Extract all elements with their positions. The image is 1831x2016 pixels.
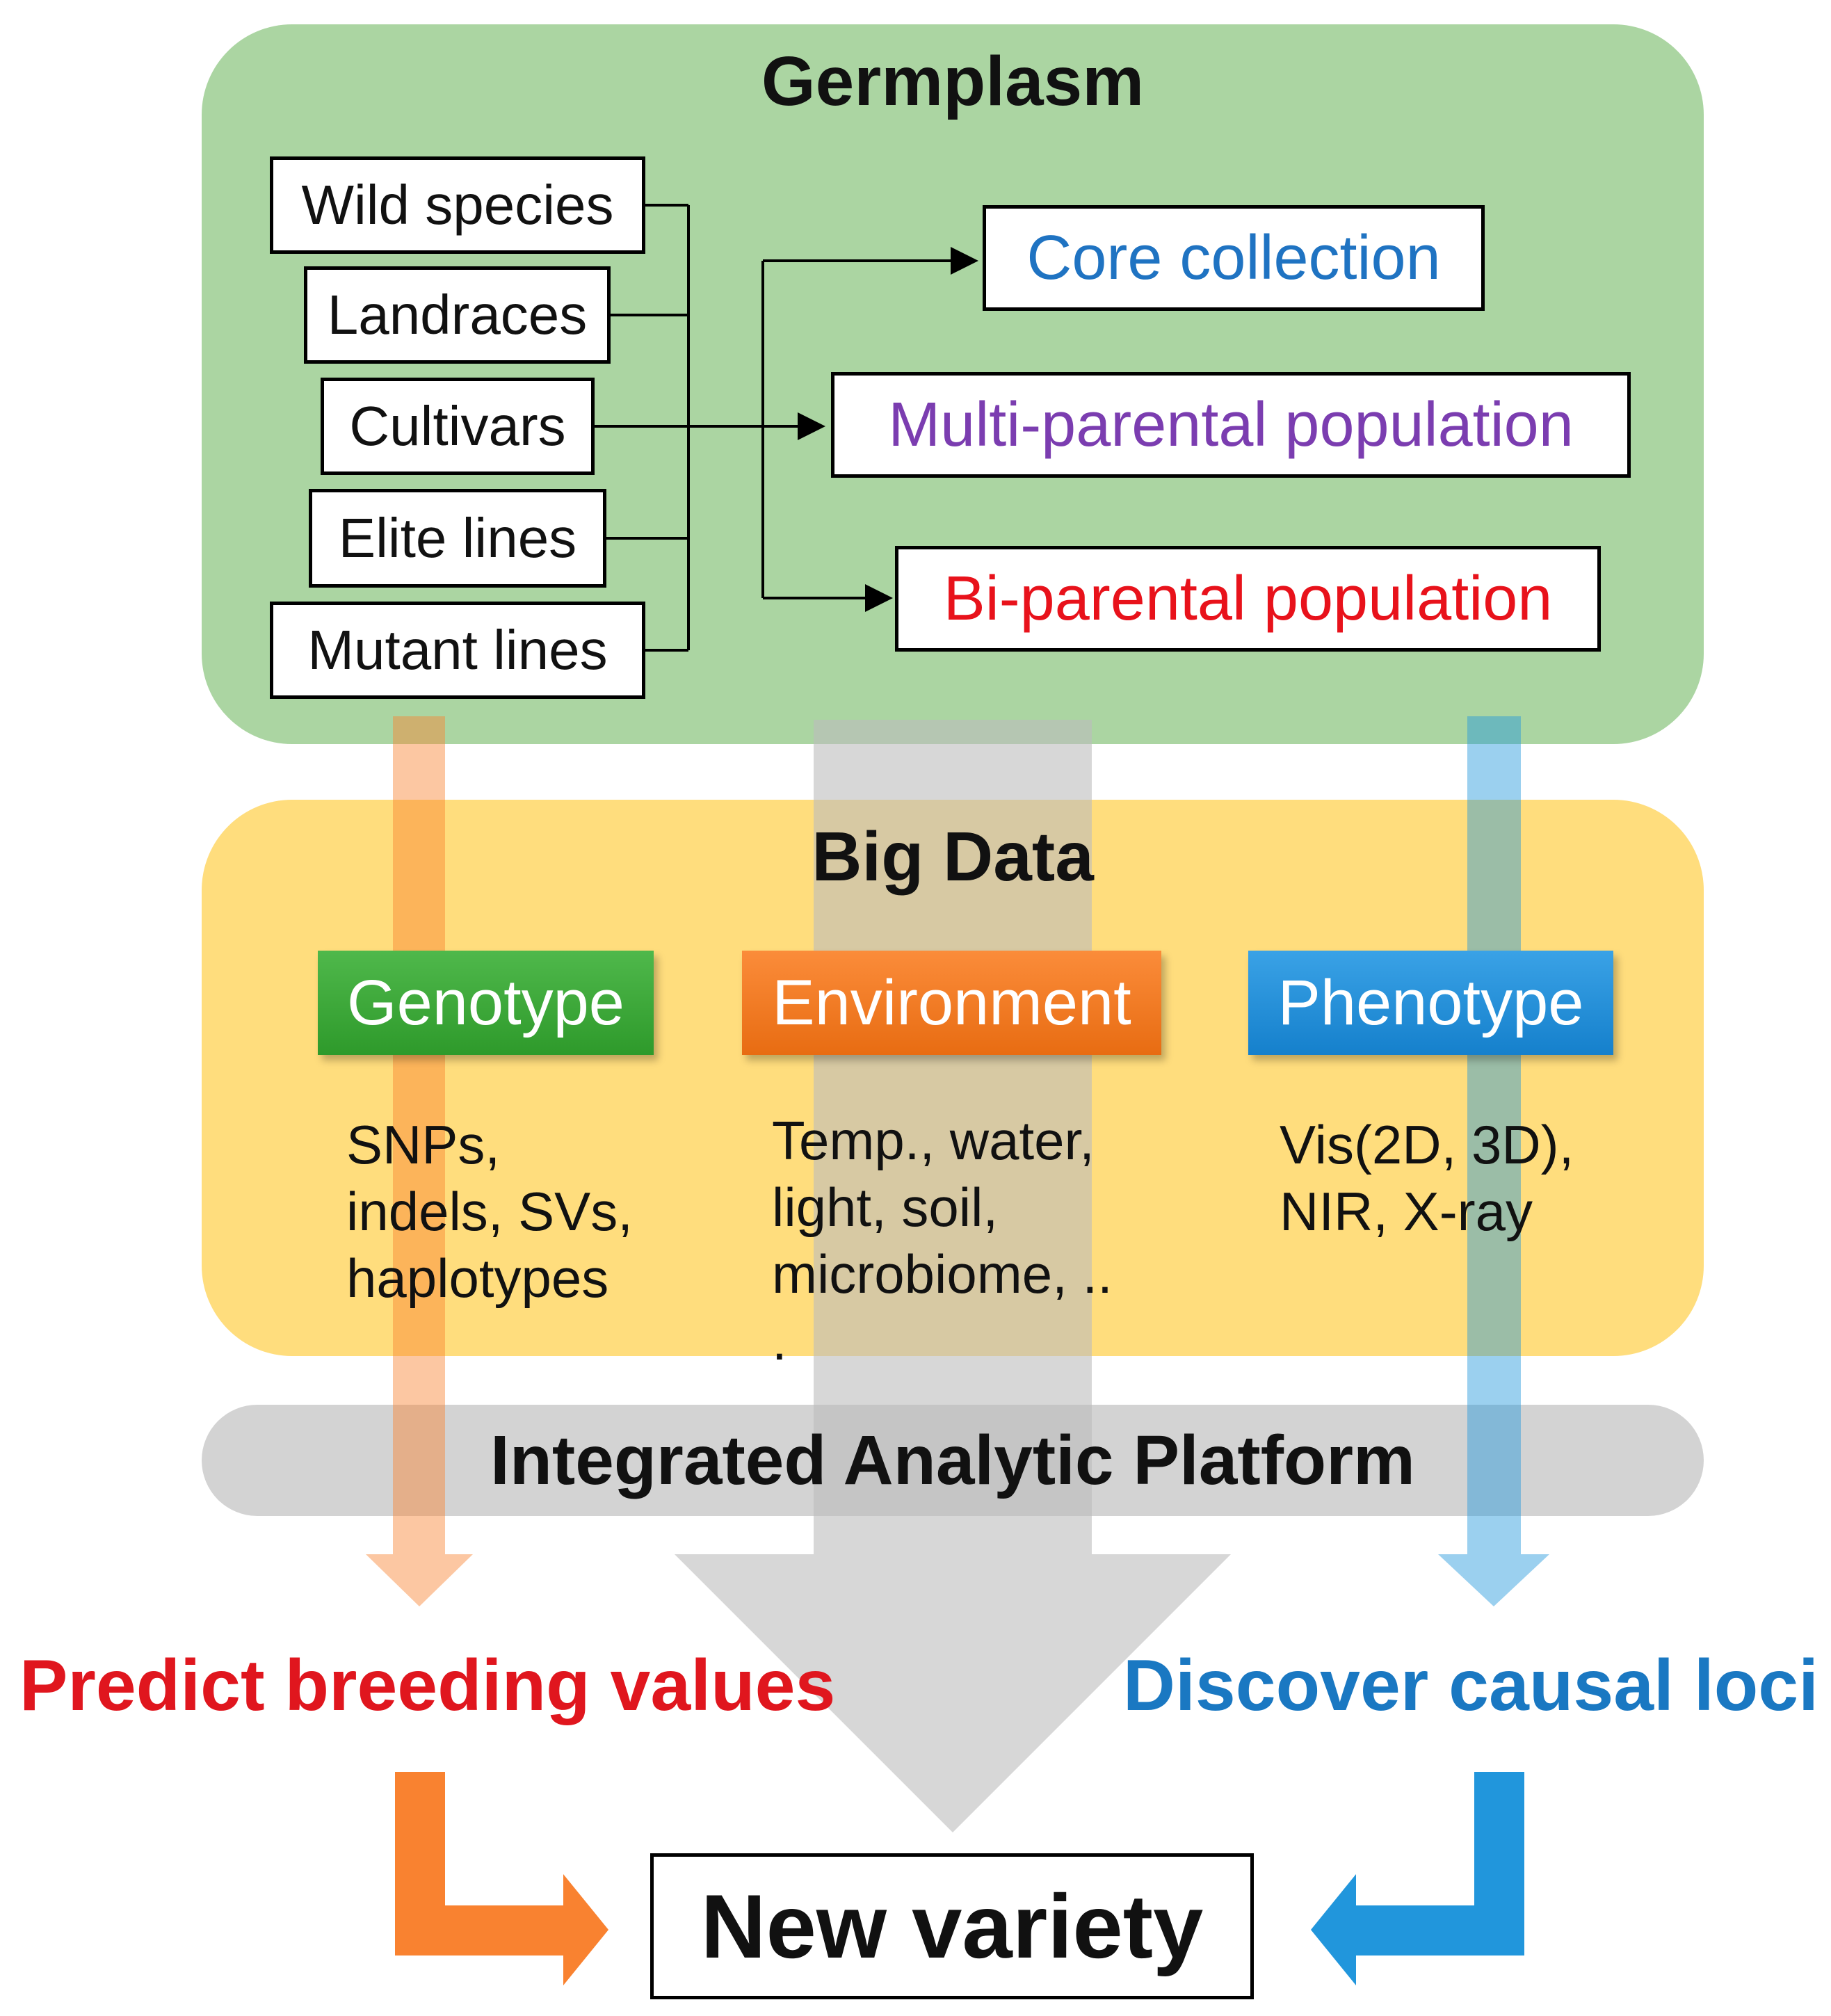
- source-elite-lines: Elite lines: [309, 489, 606, 588]
- germplasm-title: Germplasm: [761, 42, 1145, 120]
- source-landraces: Landraces: [304, 266, 611, 364]
- environment-tag: Environment: [742, 951, 1161, 1055]
- phenotype-details: Vis(2D, 3D), NIR, X-ray: [1280, 1114, 1574, 1242]
- environment-details: Temp., water, light, soil, microbiome, .…: [772, 1110, 1113, 1371]
- discover-causal-loci: Discover causal loci: [1122, 1645, 1818, 1726]
- target-core-collection: Core collection: [983, 205, 1485, 311]
- genotype-details: SNPs, indels, SVs, haplotypes: [346, 1114, 633, 1309]
- blue-elbow-arrow-icon: [1311, 1772, 1524, 1985]
- predict-breeding-values: Predict breeding values: [19, 1645, 836, 1726]
- target-bi-parental-population: Bi-parental population: [895, 546, 1601, 652]
- orange-elbow-arrow-icon: [395, 1772, 608, 1985]
- genotype-tag: Genotype: [318, 951, 654, 1055]
- big-data-title: Big Data: [812, 818, 1094, 896]
- target-multi-parental-population: Multi-parental population: [831, 372, 1631, 478]
- source-cultivars: Cultivars: [321, 378, 595, 475]
- platform-title: Integrated Analytic Platform: [490, 1421, 1415, 1499]
- phenotype-tag: Phenotype: [1248, 951, 1613, 1055]
- source-mutant-lines: Mutant lines: [270, 602, 645, 699]
- new-variety-box: New variety: [650, 1853, 1254, 1999]
- source-wild-species: Wild species: [270, 156, 645, 254]
